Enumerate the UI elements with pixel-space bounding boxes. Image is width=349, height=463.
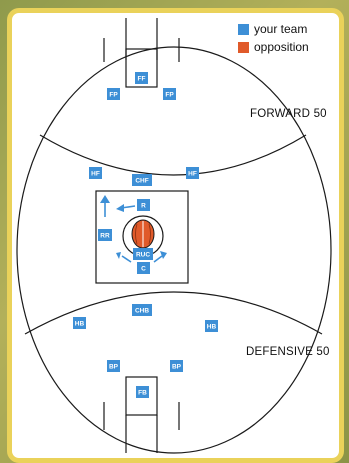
- defensive-50-arc: [24, 291, 323, 335]
- player-fb[interactable]: FB: [136, 386, 149, 398]
- player-markers: FF FP FP HF CHF HF R RR: [73, 72, 218, 398]
- player-c[interactable]: C: [137, 262, 150, 274]
- legend-item-opposition: opposition: [238, 40, 309, 54]
- diagram-panel: [7, 8, 344, 463]
- arrow-left-head: [116, 204, 124, 212]
- arrow-down-right-head: [160, 251, 167, 259]
- svg-text:HB: HB: [75, 321, 85, 328]
- player-bp-right[interactable]: BP: [170, 360, 183, 372]
- team-swatch: [238, 23, 249, 35]
- player-rr[interactable]: RR: [98, 229, 112, 241]
- svg-text:C: C: [141, 266, 146, 273]
- player-ff[interactable]: FF: [135, 72, 148, 84]
- player-hb-right[interactable]: HB: [205, 320, 218, 332]
- svg-text:HF: HF: [188, 171, 197, 178]
- player-bp-left[interactable]: BP: [107, 360, 120, 372]
- football-icon: [131, 219, 155, 249]
- player-ruc[interactable]: RUC: [133, 248, 153, 260]
- arrow-down-left: [121, 255, 132, 263]
- player-chf[interactable]: CHF: [132, 174, 152, 186]
- legend: your team opposition: [238, 22, 309, 58]
- svg-text:HF: HF: [91, 171, 100, 178]
- player-hf-left[interactable]: HF: [89, 167, 102, 179]
- centre-square: [95, 190, 189, 284]
- forward-50-label: FORWARD 50: [250, 108, 327, 120]
- arrow-down-right: [153, 255, 163, 263]
- goal-square-bottom: [125, 376, 158, 416]
- svg-text:RR: RR: [100, 233, 110, 240]
- arrow-up-head: [100, 195, 110, 203]
- svg-text:CHF: CHF: [135, 178, 148, 185]
- player-hb-left[interactable]: HB: [73, 317, 86, 329]
- legend-opposition-label: opposition: [254, 40, 309, 54]
- svg-text:RUC: RUC: [136, 252, 150, 259]
- svg-text:CHB: CHB: [135, 308, 149, 315]
- player-chb[interactable]: CHB: [132, 304, 152, 316]
- forward-50-arc: [39, 134, 307, 176]
- movement-arrows: [100, 195, 167, 263]
- player-r[interactable]: R: [137, 199, 150, 211]
- svg-text:R: R: [141, 203, 146, 210]
- svg-text:FP: FP: [165, 92, 174, 99]
- field-boundary: [16, 46, 332, 454]
- player-fp-right[interactable]: FP: [163, 88, 176, 100]
- defensive-50-label: DEFENSIVE 50: [246, 346, 330, 358]
- opposition-swatch: [238, 41, 249, 53]
- svg-text:BP: BP: [109, 364, 119, 371]
- svg-text:FP: FP: [109, 92, 118, 99]
- legend-team-label: your team: [254, 22, 308, 36]
- legend-item-team: your team: [238, 22, 309, 36]
- arrow-down-left-head: [116, 252, 121, 259]
- svg-text:FF: FF: [138, 76, 146, 83]
- svg-text:FB: FB: [138, 390, 147, 397]
- svg-text:BP: BP: [172, 364, 182, 371]
- player-fp-left[interactable]: FP: [107, 88, 120, 100]
- svg-text:HB: HB: [207, 324, 217, 331]
- player-hf-right[interactable]: HF: [186, 167, 199, 179]
- goal-square-top: [125, 48, 158, 88]
